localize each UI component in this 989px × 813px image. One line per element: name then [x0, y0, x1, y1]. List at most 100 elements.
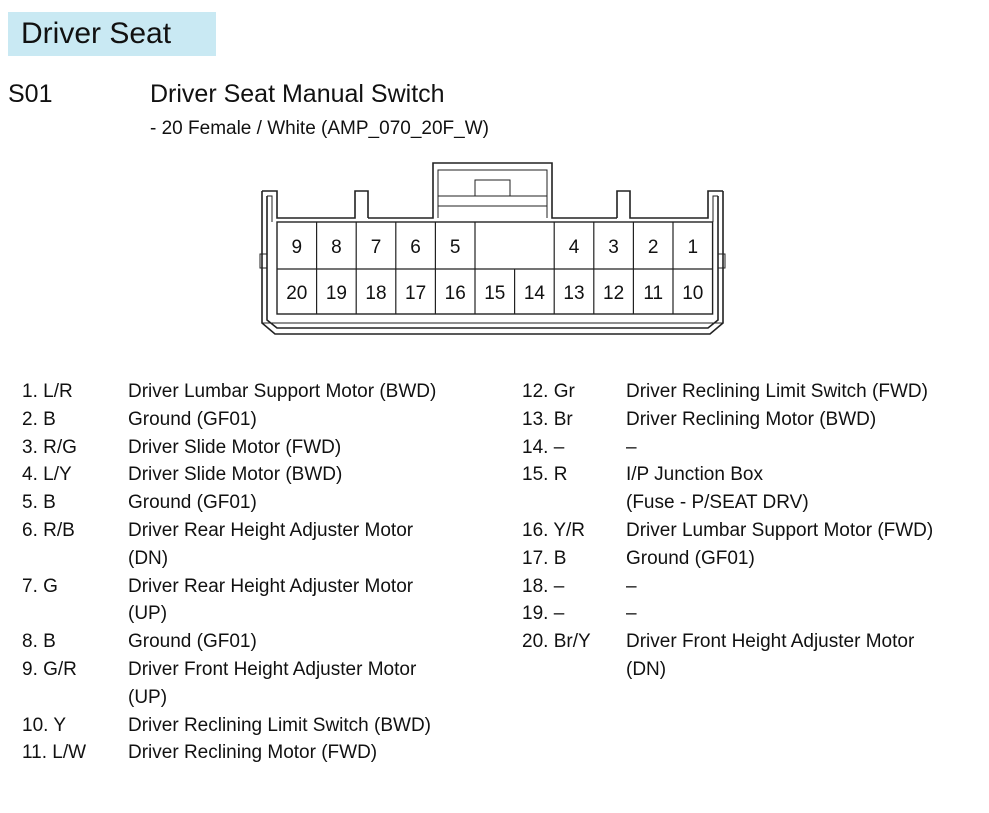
pin-row: (DN): [22, 545, 436, 573]
pin-row: 19. – –: [522, 600, 933, 628]
pin-description: Driver Reclining Limit Switch (BWD): [128, 714, 431, 736]
pin-description: Ground (GF01): [128, 408, 257, 430]
pin-description: –: [626, 603, 637, 625]
pin-number: 4. L/Y: [22, 464, 72, 486]
pin-cell-label: 13: [563, 283, 584, 304]
pin-description: Driver Reclining Motor (FWD): [128, 742, 378, 764]
pin-row: 10. Y Driver Reclining Limit Switch (BWD): [22, 712, 436, 740]
pin-number: 2. B: [22, 408, 56, 430]
pin-number: 10. Y: [22, 714, 67, 736]
pin-row: 14. – –: [522, 434, 933, 462]
pin-number: 14. –: [522, 436, 565, 458]
pin-cell-label: 7: [371, 237, 382, 258]
pin-description: (Fuse - P/SEAT DRV): [626, 492, 809, 514]
pin-number: [22, 600, 128, 628]
pin-number: 13. Br: [522, 408, 573, 430]
pin-number: 11. L/W: [22, 742, 87, 764]
pin-row: 3. R/G Driver Slide Motor (FWD): [22, 434, 436, 462]
pin-row: (UP): [22, 684, 436, 712]
pin-row: (Fuse - P/SEAT DRV): [522, 489, 933, 517]
pin-list-left: 1. L/R Driver Lumbar Support Motor (BWD) 2…: [22, 378, 436, 767]
pin-description: Driver Front Height Adjuster Motor: [626, 631, 915, 653]
pin-cell-label: 6: [410, 237, 421, 258]
pin-cell-label: 3: [608, 237, 619, 258]
pin-cell-label: 16: [445, 283, 466, 304]
pin-description: –: [626, 575, 637, 597]
pin-number: 6. R/B: [22, 519, 75, 541]
pin-row: (DN): [522, 656, 933, 684]
pin-row: 6. R/B Driver Rear Height Adjuster Motor: [22, 517, 436, 545]
pin-row: 1. L/R Driver Lumbar Support Motor (BWD): [22, 378, 436, 406]
pin-row: 4. L/Y Driver Slide Motor (BWD): [22, 461, 436, 489]
pin-description: (UP): [128, 603, 168, 625]
section-title: Driver Seat: [8, 12, 216, 56]
pin-cell-label: 8: [331, 237, 342, 258]
pin-description: (DN): [128, 547, 169, 569]
pin-row: 2. B Ground (GF01): [22, 406, 436, 434]
pin-row: 9. G/R Driver Front Height Adjuster Motor: [22, 656, 436, 684]
pin-row: 15. R I/P Junction Box: [522, 461, 933, 489]
pin-description: Driver Front Height Adjuster Motor: [128, 658, 417, 680]
pin-number: 16. Y/R: [522, 519, 586, 541]
pin-number: 7. G: [22, 575, 58, 597]
pin-number: [22, 684, 128, 712]
pin-number: 1. L/R: [22, 381, 73, 402]
pin-number: 18. –: [522, 575, 565, 597]
pin-cell-label: 10: [682, 283, 703, 304]
pin-cell-label: 12: [603, 283, 624, 304]
pin-cell-label: 9: [292, 237, 303, 258]
pin-description: Driver Slide Motor (FWD): [128, 436, 342, 458]
pin-number: 3. R/G: [22, 436, 77, 458]
pin-number: 15. R: [522, 464, 568, 486]
pin-cell-label: 11: [643, 283, 663, 304]
pin-number: [522, 656, 626, 684]
pin-description: (UP): [128, 686, 168, 708]
pin-description: Driver Reclining Limit Switch (FWD): [626, 381, 928, 402]
pin-cell-label: 17: [405, 283, 426, 304]
pin-description: Driver Rear Height Adjuster Motor: [128, 575, 414, 597]
pin-cell-label: 18: [365, 283, 386, 304]
pin-description: Ground (GF01): [626, 547, 755, 569]
pin-description: I/P Junction Box: [626, 464, 763, 486]
pin-number: 5. B: [22, 492, 56, 514]
pin-cell-label: 15: [484, 283, 505, 304]
pin-number: [22, 545, 128, 573]
pin-cell-label: 19: [326, 283, 347, 304]
pin-number: 9. G/R: [22, 658, 77, 680]
connector-spec: - 20 Female / White (AMP_070_20F_W): [150, 118, 489, 139]
pin-description: Driver Lumbar Support Motor (FWD): [626, 519, 934, 541]
pin-cell-label: 2: [648, 237, 659, 258]
pin-row: 8. B Ground (GF01): [22, 628, 436, 656]
pin-row: 7. G Driver Rear Height Adjuster Motor: [22, 573, 436, 601]
pin-description: Driver Lumbar Support Motor (BWD): [128, 381, 437, 402]
pin-cell-label: 14: [524, 283, 546, 304]
pin-row: 16. Y/R Driver Lumbar Support Motor (FWD): [522, 517, 933, 545]
pin-description: Ground (GF01): [128, 492, 257, 514]
pin-description: Driver Rear Height Adjuster Motor: [128, 519, 414, 541]
pin-description: Ground (GF01): [128, 631, 257, 653]
pin-description: Driver Reclining Motor (BWD): [626, 408, 877, 430]
pin-row: 13. Br Driver Reclining Motor (BWD): [522, 406, 933, 434]
pin-description: –: [626, 436, 637, 458]
connector-id: S01: [8, 80, 53, 108]
pin-number: [522, 489, 626, 517]
pin-row: 18. – –: [522, 573, 933, 601]
pin-description: Driver Slide Motor (BWD): [128, 464, 343, 486]
pin-description: (DN): [626, 658, 667, 680]
pin-cell-label: 20: [286, 283, 307, 304]
pin-row: 5. B Ground (GF01): [22, 489, 436, 517]
pin-number: 19. –: [522, 603, 565, 625]
connector-name: Driver Seat Manual Switch: [150, 80, 445, 108]
pin-cell-label: 4: [569, 237, 580, 258]
pin-row: 11. L/W Driver Reclining Motor (FWD): [22, 739, 436, 767]
pin-cell-label: 5: [450, 237, 461, 258]
pin-number: 8. B: [22, 631, 56, 653]
pin-cell-label: 1: [688, 237, 699, 258]
pin-row: (UP): [22, 600, 436, 628]
